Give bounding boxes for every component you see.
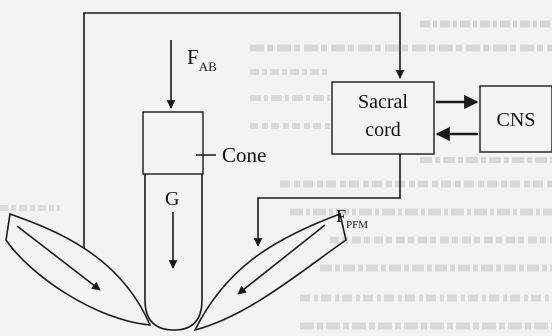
cone-label: Cone — [222, 143, 266, 167]
feedback-arrow — [83, 12, 405, 248]
fab-label: FAB — [187, 45, 217, 74]
glans-shape — [144, 174, 203, 331]
sacral-cord-label-line2: cord — [365, 119, 401, 141]
glans-label: G — [165, 188, 179, 210]
right-pelvic-muscle — [193, 212, 347, 332]
fpfm-label: FPFM — [336, 206, 368, 231]
right-muscle-arrow — [237, 224, 326, 295]
sacral-cord-label-line1: Sacral — [358, 91, 408, 113]
cone-box — [142, 111, 204, 175]
left-pelvic-muscle — [5, 212, 152, 326]
cns-box — [479, 85, 552, 153]
left-muscle-arrow — [16, 225, 101, 291]
efferent-arrow — [253, 154, 401, 247]
cns-label: CNS — [497, 109, 536, 131]
background-texture — [0, 20, 552, 330]
sacral-cord-box — [331, 81, 435, 155]
